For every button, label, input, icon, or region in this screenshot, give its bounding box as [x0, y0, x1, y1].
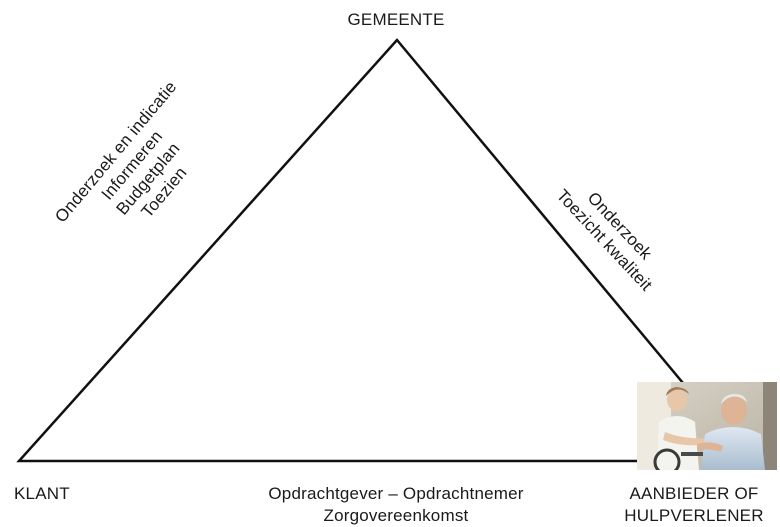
caregiver-patient-image [637, 382, 777, 470]
triangle-outline [16, 38, 751, 463]
edge-label-klant-aanbieder: Opdrachtgever – Opdrachtnemer Zorgoveree… [268, 483, 523, 527]
caregiver-photo [637, 382, 777, 470]
node-aanbieder-line-2: HULPVERLENER [624, 506, 764, 525]
node-gemeente: GEMEENTE [347, 10, 445, 29]
node-klant: KLANT [14, 484, 70, 503]
node-aanbieder: AANBIEDER OF HULPVERLENER [624, 483, 763, 527]
edge-bottom-line-2: Zorgovereenkomst [323, 506, 469, 525]
edge-bottom-line-1: Opdrachtgever – Opdrachtnemer [268, 484, 524, 503]
node-aanbieder-line-1: AANBIEDER OF [629, 484, 759, 503]
